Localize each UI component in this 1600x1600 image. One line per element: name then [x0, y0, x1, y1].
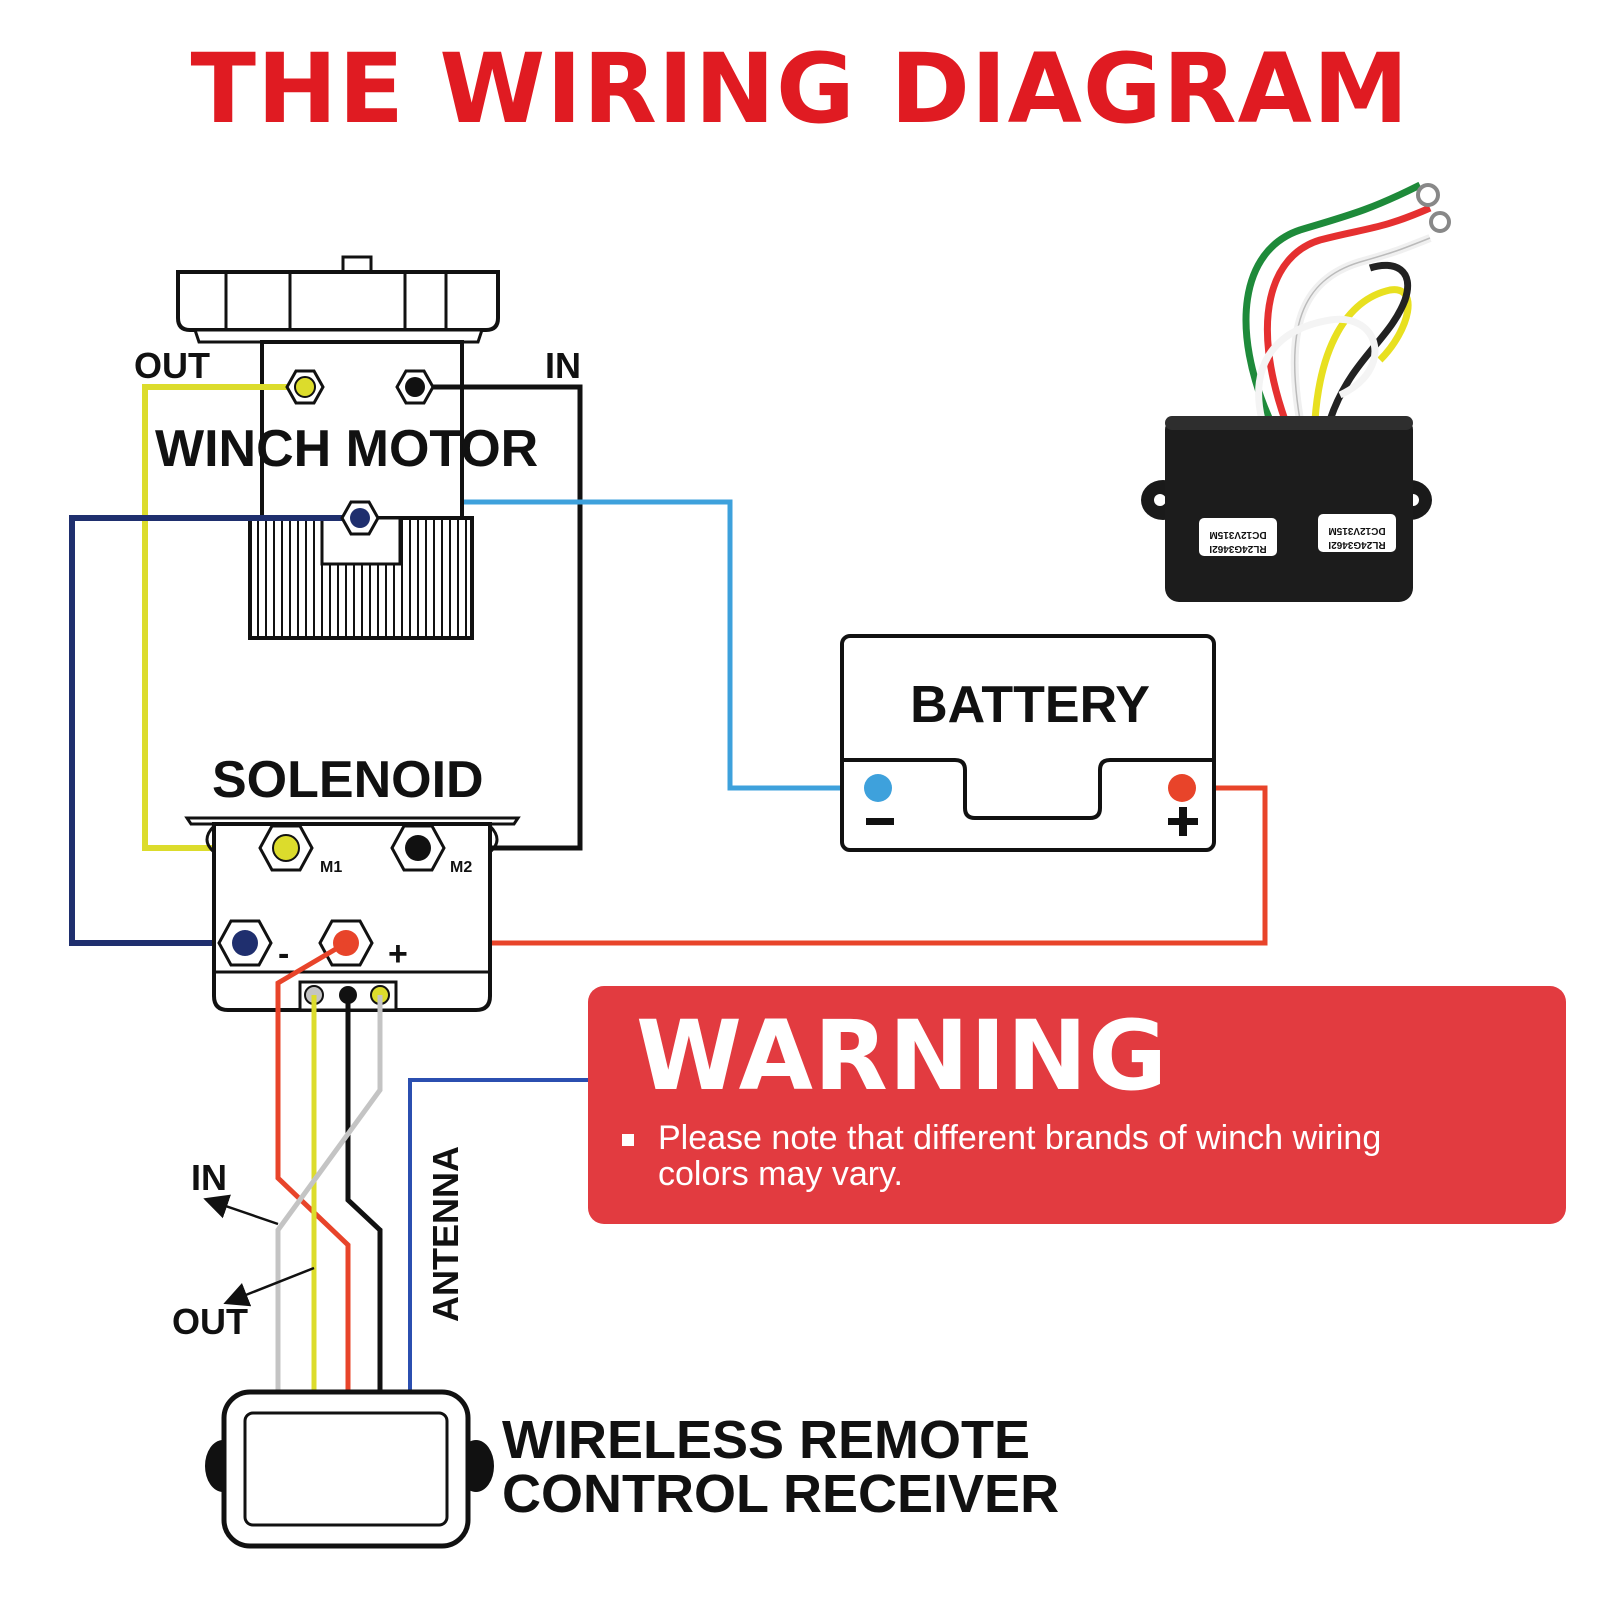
in-arrow: [203, 1194, 279, 1226]
receiver-label-line1: WIRELESS REMOTE: [502, 1410, 1030, 1470]
receiver-label-line2: CONTROL RECEIVER: [502, 1464, 1059, 1524]
solenoid-m2-label: M2: [450, 859, 472, 876]
solenoid-label: SOLENOID: [212, 751, 484, 809]
motor-out-label: OUT: [134, 345, 210, 386]
receiver-product-image: [1141, 181, 1451, 602]
receiver-black-wire: [345, 995, 383, 1392]
page-title: THE WIRING DIAGRAM: [191, 33, 1410, 145]
solenoid-plus-label: +: [388, 935, 408, 973]
solenoid: [184, 816, 521, 1012]
solenoid-m1-label: M1: [320, 859, 342, 876]
motor-ground-terminal: [340, 500, 380, 536]
red-wire: [345, 785, 1268, 946]
warning-bullet: [622, 1134, 634, 1146]
antenna-wire: [408, 1078, 588, 1392]
product-label-1b: RL24G3462I: [1209, 543, 1266, 554]
winch-motor-label: WINCH MOTOR: [155, 420, 538, 478]
product-label-1: DC12V315M: [1209, 529, 1266, 540]
battery: [840, 634, 1216, 852]
motor-in-label: IN: [545, 345, 581, 386]
receiver-red-wire: [275, 940, 351, 1392]
navy-wire: [69, 515, 360, 946]
motor-in-terminal: [395, 369, 435, 405]
motor-ribs: [257, 520, 467, 636]
product-label-2b: RL24G3462I: [1328, 539, 1385, 550]
warning-text: Please note that different brands of win…: [658, 1119, 1382, 1193]
warning-title: WARNING: [636, 1000, 1168, 1112]
in-label: IN: [191, 1157, 227, 1198]
out-label: OUT: [172, 1301, 248, 1342]
black-wire: [415, 384, 583, 851]
receiver-gray-wire: [275, 995, 383, 1392]
battery-label: BATTERY: [910, 676, 1150, 734]
receiver: [205, 1389, 494, 1549]
motor-out-terminal: [285, 369, 325, 405]
lightblue-wire: [464, 499, 875, 791]
out-arrow: [223, 1266, 315, 1307]
antenna-label: ANTENNA: [425, 1146, 466, 1322]
warning-box: WARNING Please note that different brand…: [588, 986, 1566, 1224]
product-label-2: DC12V315M: [1328, 525, 1385, 536]
solenoid-minus-label: -: [278, 935, 289, 973]
